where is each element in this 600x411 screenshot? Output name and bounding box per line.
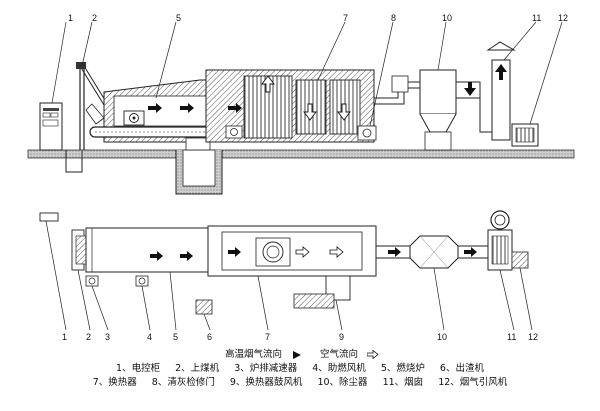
callout-number: 6 xyxy=(207,332,212,342)
duct xyxy=(374,75,420,105)
component-label: 1、电控柜 xyxy=(116,363,161,374)
flow-arrow-icon xyxy=(180,103,194,113)
callout-number: 7 xyxy=(265,332,270,342)
induced-draft-fan xyxy=(511,123,539,147)
plan-view: 1 2 3 4 5 6 7 9 10 11 12 xyxy=(39,210,538,342)
callout-number: 10 xyxy=(442,13,452,23)
component-label: 12、烟气引风机 xyxy=(438,377,508,388)
flow-arrow-icon xyxy=(228,247,241,257)
component-label: 8、清灰检修门 xyxy=(151,377,215,388)
callout-number: 12 xyxy=(558,13,568,23)
slag-extractor xyxy=(185,137,211,151)
hollow-arrow-icon xyxy=(367,350,379,359)
callout-number: 11 xyxy=(532,13,541,23)
flow-arrow-icon xyxy=(148,103,162,113)
flow-arrow-icon xyxy=(337,103,351,121)
legend: 高温烟气流向 空气流向 1、电控柜 2、上煤机 3、炉排减速器 4、助燃风机 5… xyxy=(0,348,600,390)
flow-arrow-icon xyxy=(388,247,401,257)
air-arrow-icon xyxy=(329,246,344,258)
reducer-plan xyxy=(85,275,99,287)
up-arrow-icon xyxy=(495,64,507,80)
component-label: 4、助燃风机 xyxy=(312,363,366,374)
callout-number: 8 xyxy=(391,13,396,23)
air-label: 空气流向 xyxy=(320,349,359,360)
callout-number: 1 xyxy=(62,332,67,342)
black-arrow-icon xyxy=(292,350,301,359)
component-label: 2、上煤机 xyxy=(175,363,220,374)
callout-number: 3 xyxy=(105,332,110,342)
furnace-plan xyxy=(85,227,209,273)
flow-arrow-icon xyxy=(303,103,317,121)
callout-number: 1 xyxy=(68,13,73,23)
callout-number: 2 xyxy=(86,332,91,342)
flow-arrow-icon xyxy=(228,103,242,113)
exchanger-blower xyxy=(225,125,243,139)
coal-loader xyxy=(76,62,117,150)
hot-gas-label: 高温烟气流向 xyxy=(224,349,282,360)
callout-number: 5 xyxy=(173,332,178,342)
callout-number: 5 xyxy=(176,13,181,23)
callout-number: 11 xyxy=(507,332,516,342)
components-row-2: 7、换热器 8、清灰检修门 9、换热器鼓风机 10、除尘器 11、烟囱 12、烟… xyxy=(0,376,600,390)
elevation-view: 1 2 5 7 8 10 11 12 xyxy=(27,13,575,195)
component-label: 10、除尘器 xyxy=(317,377,368,388)
cleaning-door xyxy=(357,125,377,141)
ground-slab xyxy=(27,149,575,159)
callout-number: 7 xyxy=(343,13,348,23)
component-label: 7、换热器 xyxy=(92,377,137,388)
component-label: 6、出渣机 xyxy=(439,363,484,374)
flow-legend: 高温烟气流向 空气流向 xyxy=(0,348,600,362)
air-legend: 空气流向 xyxy=(316,349,379,360)
flow-arrow-icon xyxy=(180,251,193,261)
control-cabinet xyxy=(39,102,63,151)
flow-arrow-icon xyxy=(464,247,477,257)
callouts-top xyxy=(51,21,563,127)
chimney xyxy=(479,41,516,141)
chimney-plan xyxy=(487,210,513,271)
dust-collector xyxy=(419,69,481,151)
loader-pit xyxy=(65,150,83,173)
callout-number: 4 xyxy=(147,332,152,342)
component-label: 9、换热器鼓风机 xyxy=(229,377,303,388)
callout-number: 12 xyxy=(528,332,538,342)
flow-arrow-icon xyxy=(150,251,163,261)
down-arrow-icon xyxy=(464,82,476,96)
callout-number: 10 xyxy=(437,332,447,342)
induced-fan-plan xyxy=(511,251,529,269)
callouts-bottom xyxy=(45,220,533,331)
control-cabinet-plan xyxy=(39,212,59,222)
heat-exchanger xyxy=(205,69,377,143)
hot-gas-legend: 高温烟气流向 xyxy=(221,349,308,360)
callout-number: 9 xyxy=(339,332,344,342)
component-label: 11、烟囱 xyxy=(382,377,424,388)
component-label: 3、炉排减速器 xyxy=(234,363,298,374)
components-row-1: 1、电控柜 2、上煤机 3、炉排减速器 4、助燃风机 5、燃烧炉 6、出渣机 xyxy=(0,362,600,376)
component-label: 5、燃烧炉 xyxy=(380,363,425,374)
air-arrow-icon xyxy=(295,246,310,258)
hot-gas-up-arrow-icon xyxy=(261,75,275,93)
callout-number: 2 xyxy=(92,13,97,23)
